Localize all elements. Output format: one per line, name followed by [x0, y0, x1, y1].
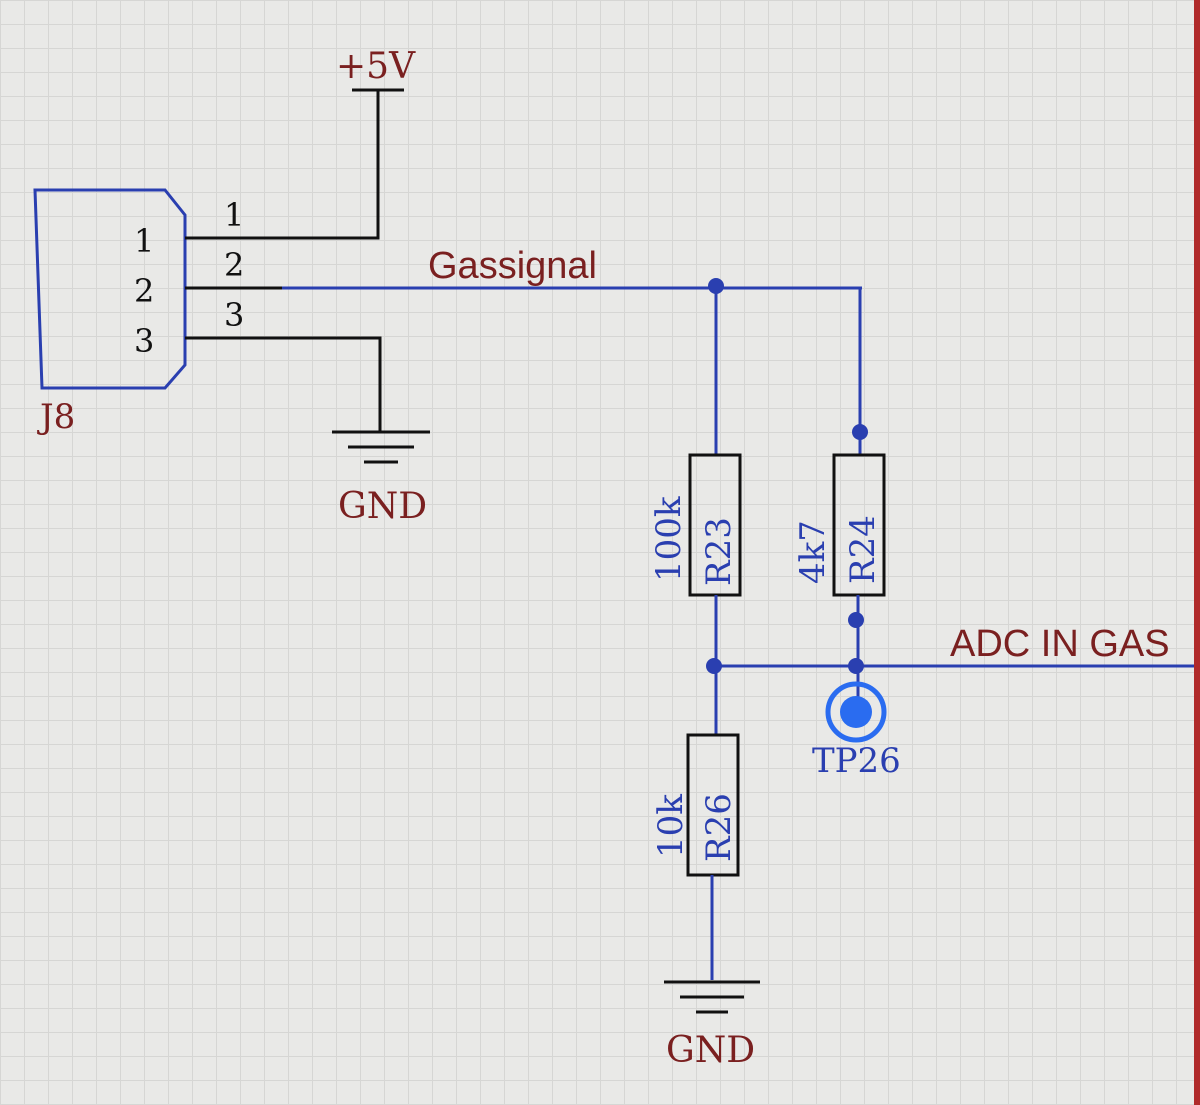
gnd-symbol-top	[332, 430, 430, 464]
testpoint-tp26-ring[interactable]	[825, 681, 887, 743]
junction-adc-right	[848, 658, 864, 674]
r23-value: 100k	[649, 496, 689, 582]
wire-gnd-top[interactable]	[282, 336, 382, 432]
window-edge	[1194, 0, 1200, 1105]
r24-designator: R24	[843, 515, 883, 584]
testpoint-designator: TP26	[812, 741, 901, 781]
pin-dot-r24-top	[852, 424, 868, 440]
connector-j8-body[interactable]	[33, 188, 187, 390]
r26-value: 10k	[651, 794, 691, 858]
connector-designator: J8	[37, 397, 75, 437]
connector-inner-pin-1: 1	[134, 222, 154, 260]
wire-5v[interactable]	[282, 90, 380, 240]
pin-dot-r24-bottom	[848, 612, 864, 628]
gnd-symbol-bottom	[664, 980, 760, 1014]
r24-value: 4k7	[793, 520, 833, 584]
vcc-label: +5V	[336, 46, 416, 87]
junction-gassignal	[708, 278, 724, 294]
gnd-label-bottom: GND	[666, 1030, 755, 1071]
connector-outer-pin-3: 3	[224, 296, 244, 334]
connector-inner-pin-3: 3	[134, 322, 154, 360]
connector-outer-pin-1: 1	[224, 196, 244, 234]
net-label-gassignal: Gassignal	[428, 245, 597, 287]
testpoint-tp26-dot	[840, 696, 872, 728]
connector-outer-pin-2: 2	[224, 246, 244, 284]
junction-adc-left	[706, 658, 722, 674]
net-label-adc: ADC IN GAS	[950, 623, 1170, 665]
connector-inner-pin-2: 2	[134, 272, 154, 310]
r26-designator: R26	[699, 793, 739, 862]
gnd-label-top: GND	[338, 486, 427, 527]
r23-designator: R23	[699, 517, 739, 586]
